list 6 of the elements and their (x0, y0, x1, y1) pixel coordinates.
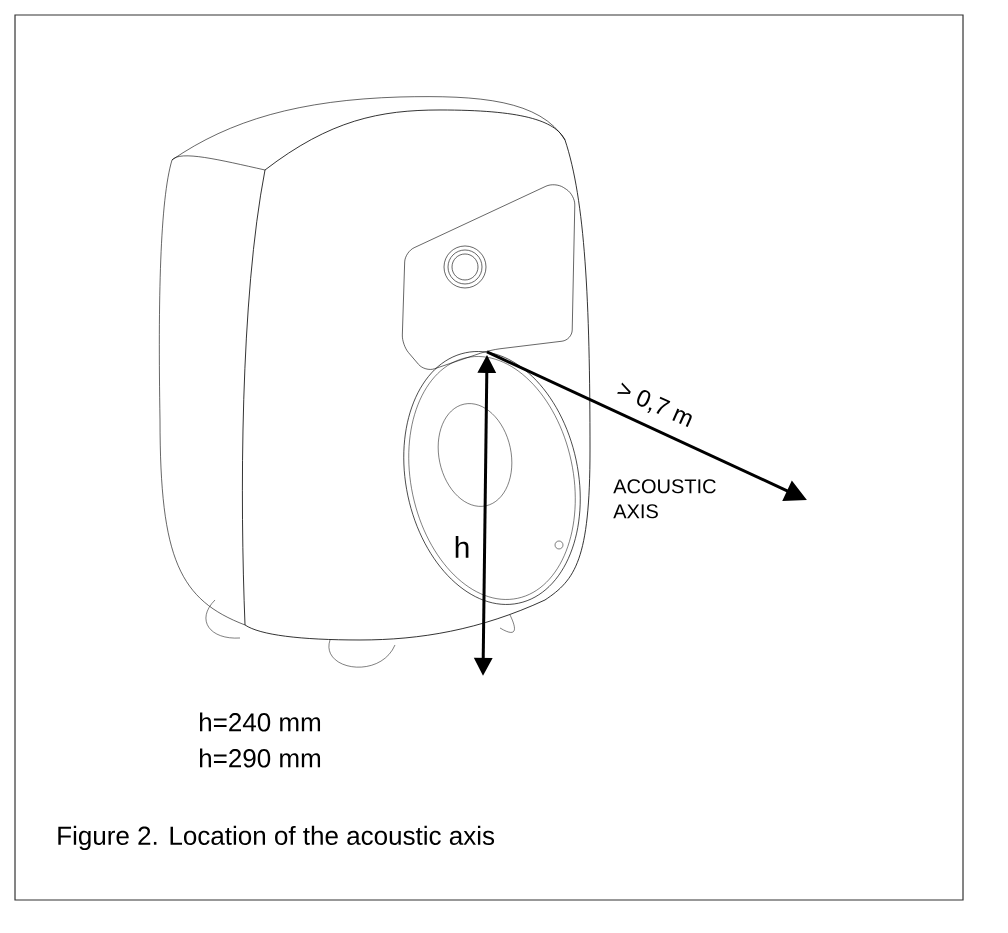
figure-caption: Figure 2. Location of the acoustic axis (58, 825, 495, 851)
dimension-label: > 0,7 m (617, 382, 692, 427)
dimension-note: h=240 mm (200, 712, 320, 732)
dimension-label: h (455, 536, 469, 558)
dimension-note: h=290 mm (200, 748, 320, 768)
axis-label: ACOUSTIC AXIS (613, 479, 716, 519)
